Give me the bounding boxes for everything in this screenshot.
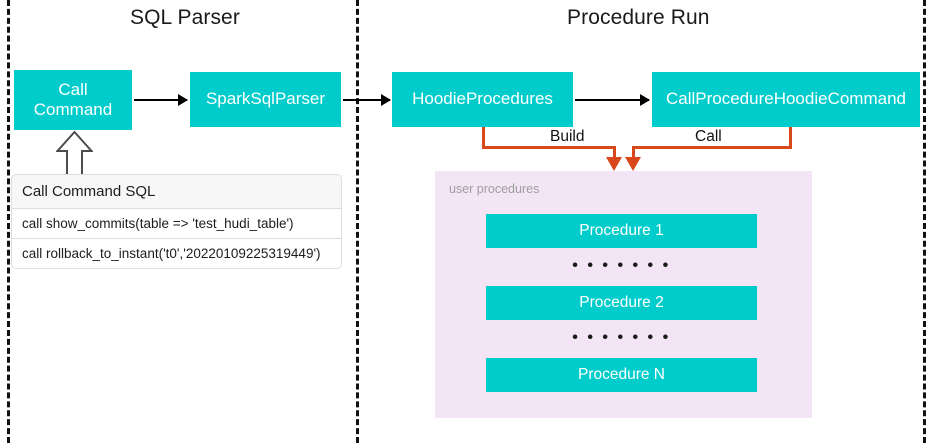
node-call-command-line1: Call (58, 79, 88, 99)
edge-label-call: Call (690, 128, 727, 146)
arrow-call-command-to-sparksqlparser (134, 99, 187, 101)
sql-table-header: Call Command SQL (11, 174, 342, 209)
section-title-sql-parser: SQL Parser (130, 6, 240, 29)
build-arrowhead-icon (606, 157, 622, 171)
procedure-item-2[interactable]: Procedure 2 (486, 286, 757, 320)
block-arrow-up-icon (55, 130, 94, 177)
arrow-sparksqlparser-to-hoodieprocedures (343, 99, 390, 101)
edge-label-build: Build (545, 128, 590, 146)
call-arrowhead-icon (625, 157, 641, 171)
arrow-hoodieprocedures-to-callprocedurehoodiecommand (575, 99, 649, 101)
procedure-ellipsis-1: • • • • • • • (572, 257, 671, 274)
section-title-procedure-run: Procedure Run (567, 6, 710, 29)
sql-table-row-2: call rollback_to_instant('t0','202201092… (11, 239, 342, 269)
section-divider-right (923, 0, 926, 443)
section-divider-middle (356, 0, 359, 443)
user-procedures-panel-label: user procedures (449, 182, 540, 196)
procedure-item-n[interactable]: Procedure N (486, 358, 757, 392)
call-command-sql-table: Call Command SQL call show_commits(table… (11, 174, 342, 269)
build-connector-vertical-down (613, 146, 616, 162)
call-connector-horizontal (632, 146, 792, 149)
build-connector-vertical-left (482, 127, 485, 149)
user-procedures-panel: user procedures Procedure 1 • • • • • • … (435, 171, 812, 418)
node-spark-sql-parser[interactable]: SparkSqlParser (190, 72, 341, 127)
sql-table-row-1: call show_commits(table => 'test_hudi_ta… (11, 209, 342, 239)
procedure-ellipsis-2: • • • • • • • (572, 329, 671, 346)
section-divider-left (7, 0, 10, 443)
call-connector-vertical-right (789, 127, 792, 149)
node-call-command-line2: Command (33, 100, 113, 119)
build-connector-horizontal (482, 146, 616, 149)
procedure-item-1[interactable]: Procedure 1 (486, 214, 757, 248)
call-connector-vertical-down (632, 146, 635, 162)
node-hoodie-procedures[interactable]: HoodieProcedures (392, 72, 573, 127)
node-call-command[interactable]: Call Command (14, 70, 132, 130)
node-call-procedure-hoodie-command[interactable]: CallProcedureHoodieCommand (652, 72, 920, 127)
